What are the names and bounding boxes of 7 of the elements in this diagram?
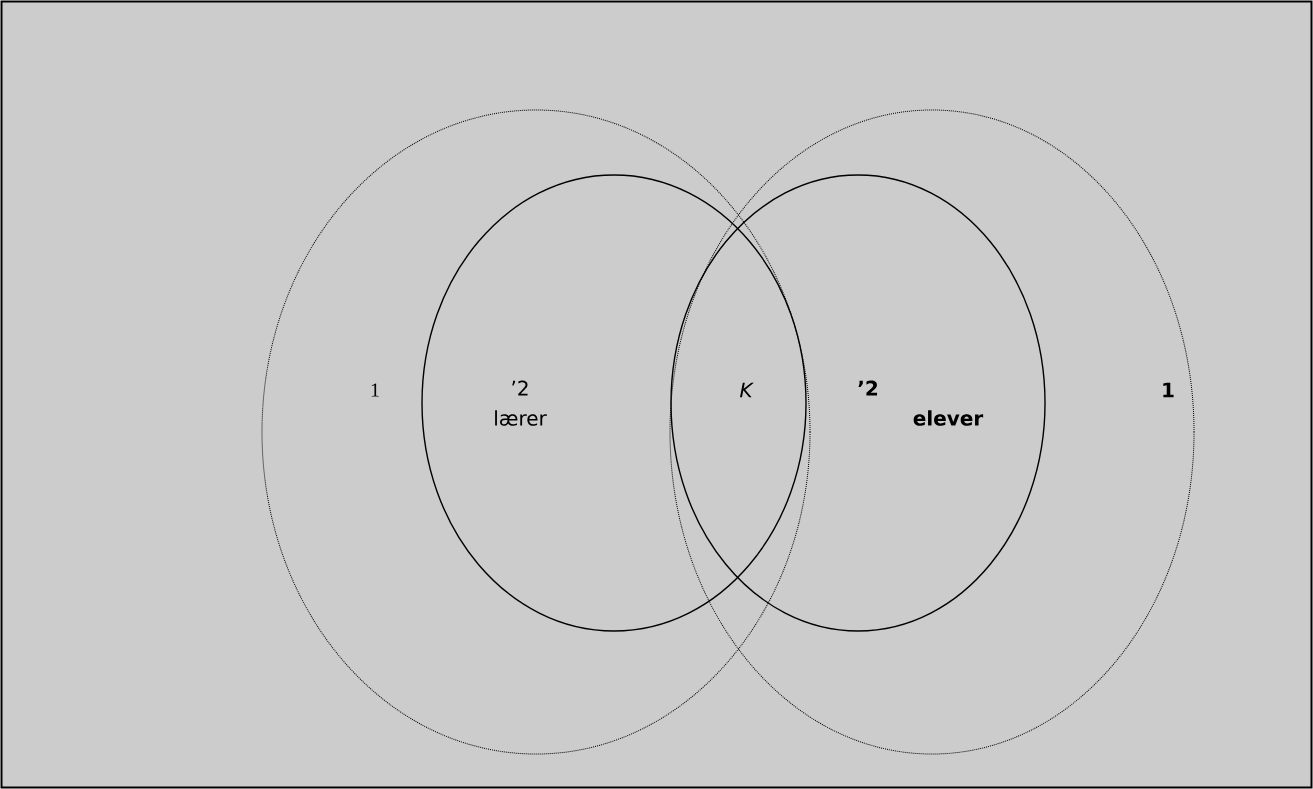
region-label: 1 xyxy=(1163,382,1174,398)
region-label: 1 xyxy=(371,383,379,397)
region-label: ’2 xyxy=(512,380,528,396)
region-label: elever xyxy=(913,410,984,426)
region-label: ’2 xyxy=(858,380,878,396)
region-label: lærer xyxy=(495,410,547,426)
set-label: K xyxy=(740,382,754,398)
